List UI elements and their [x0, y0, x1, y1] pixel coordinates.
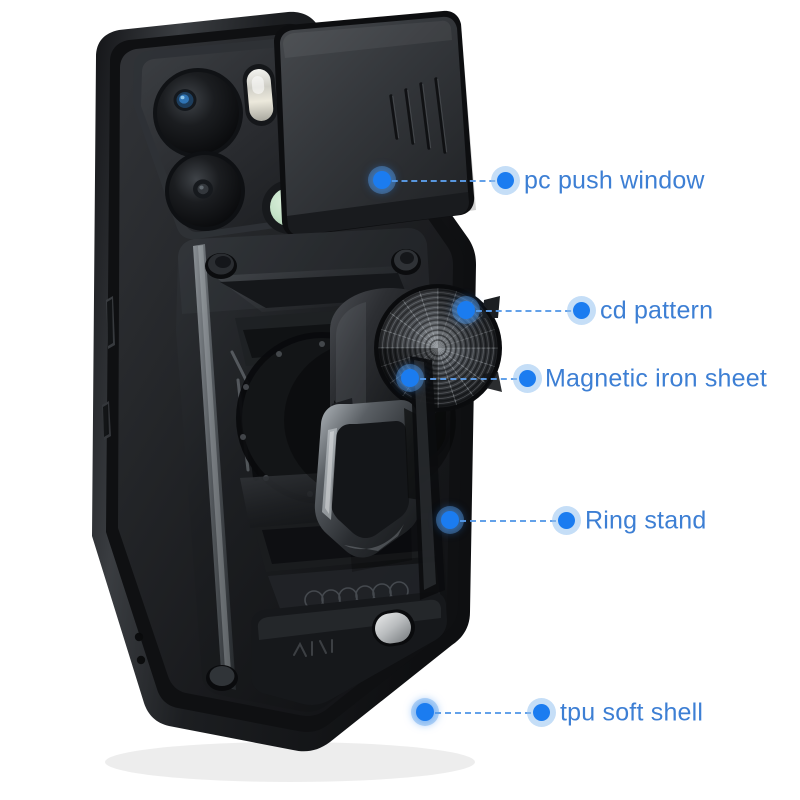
- callout-line-magnetic-iron-sheet: [410, 378, 527, 380]
- callout-label-ring-stand: Ring stand: [585, 506, 707, 535]
- callout-anchor-ring-stand[interactable]: [441, 511, 459, 529]
- pc-push-window-slider: [274, 10, 476, 237]
- kickstand-strut: [410, 356, 445, 600]
- plate-screw-wells: [205, 249, 421, 279]
- callout-anchor-pc-push-window[interactable]: [373, 171, 391, 189]
- corner-bumper-pads: [206, 609, 415, 691]
- callout-anchor-magnetic-iron-sheet[interactable]: [401, 369, 419, 387]
- callout-terminal-magnetic-iron-sheet[interactable]: [518, 369, 536, 387]
- led-flash: [242, 64, 278, 126]
- secondary-camera-lens: [165, 151, 245, 231]
- callout-anchor-cd-pattern[interactable]: [457, 301, 475, 319]
- callout-line-cd-pattern: [466, 310, 581, 312]
- callout-label-tpu-soft-shell: tpu soft shell: [560, 698, 704, 727]
- callout-anchor-tpu-soft-shell[interactable]: [416, 703, 434, 721]
- callout-label-cd-pattern: cd pattern: [600, 296, 714, 325]
- callout-label-pc-push-window: pc push window: [524, 166, 705, 195]
- slider-grip-lines: [389, 77, 447, 154]
- callout-terminal-pc-push-window[interactable]: [496, 171, 514, 189]
- callout-terminal-ring-stand[interactable]: [557, 511, 575, 529]
- callout-terminal-cd-pattern[interactable]: [572, 301, 590, 319]
- callout-terminal-tpu-soft-shell[interactable]: [532, 703, 550, 721]
- callout-line-pc-push-window: [382, 180, 505, 182]
- callout-label-magnetic-iron-sheet: Magnetic iron sheet: [545, 364, 767, 393]
- side-buttons: [102, 296, 146, 665]
- callout-line-ring-stand: [450, 520, 566, 522]
- main-camera-lens: [153, 68, 243, 158]
- callout-line-tpu-soft-shell: [425, 712, 541, 714]
- ring-stand-finger-ring: [314, 400, 422, 572]
